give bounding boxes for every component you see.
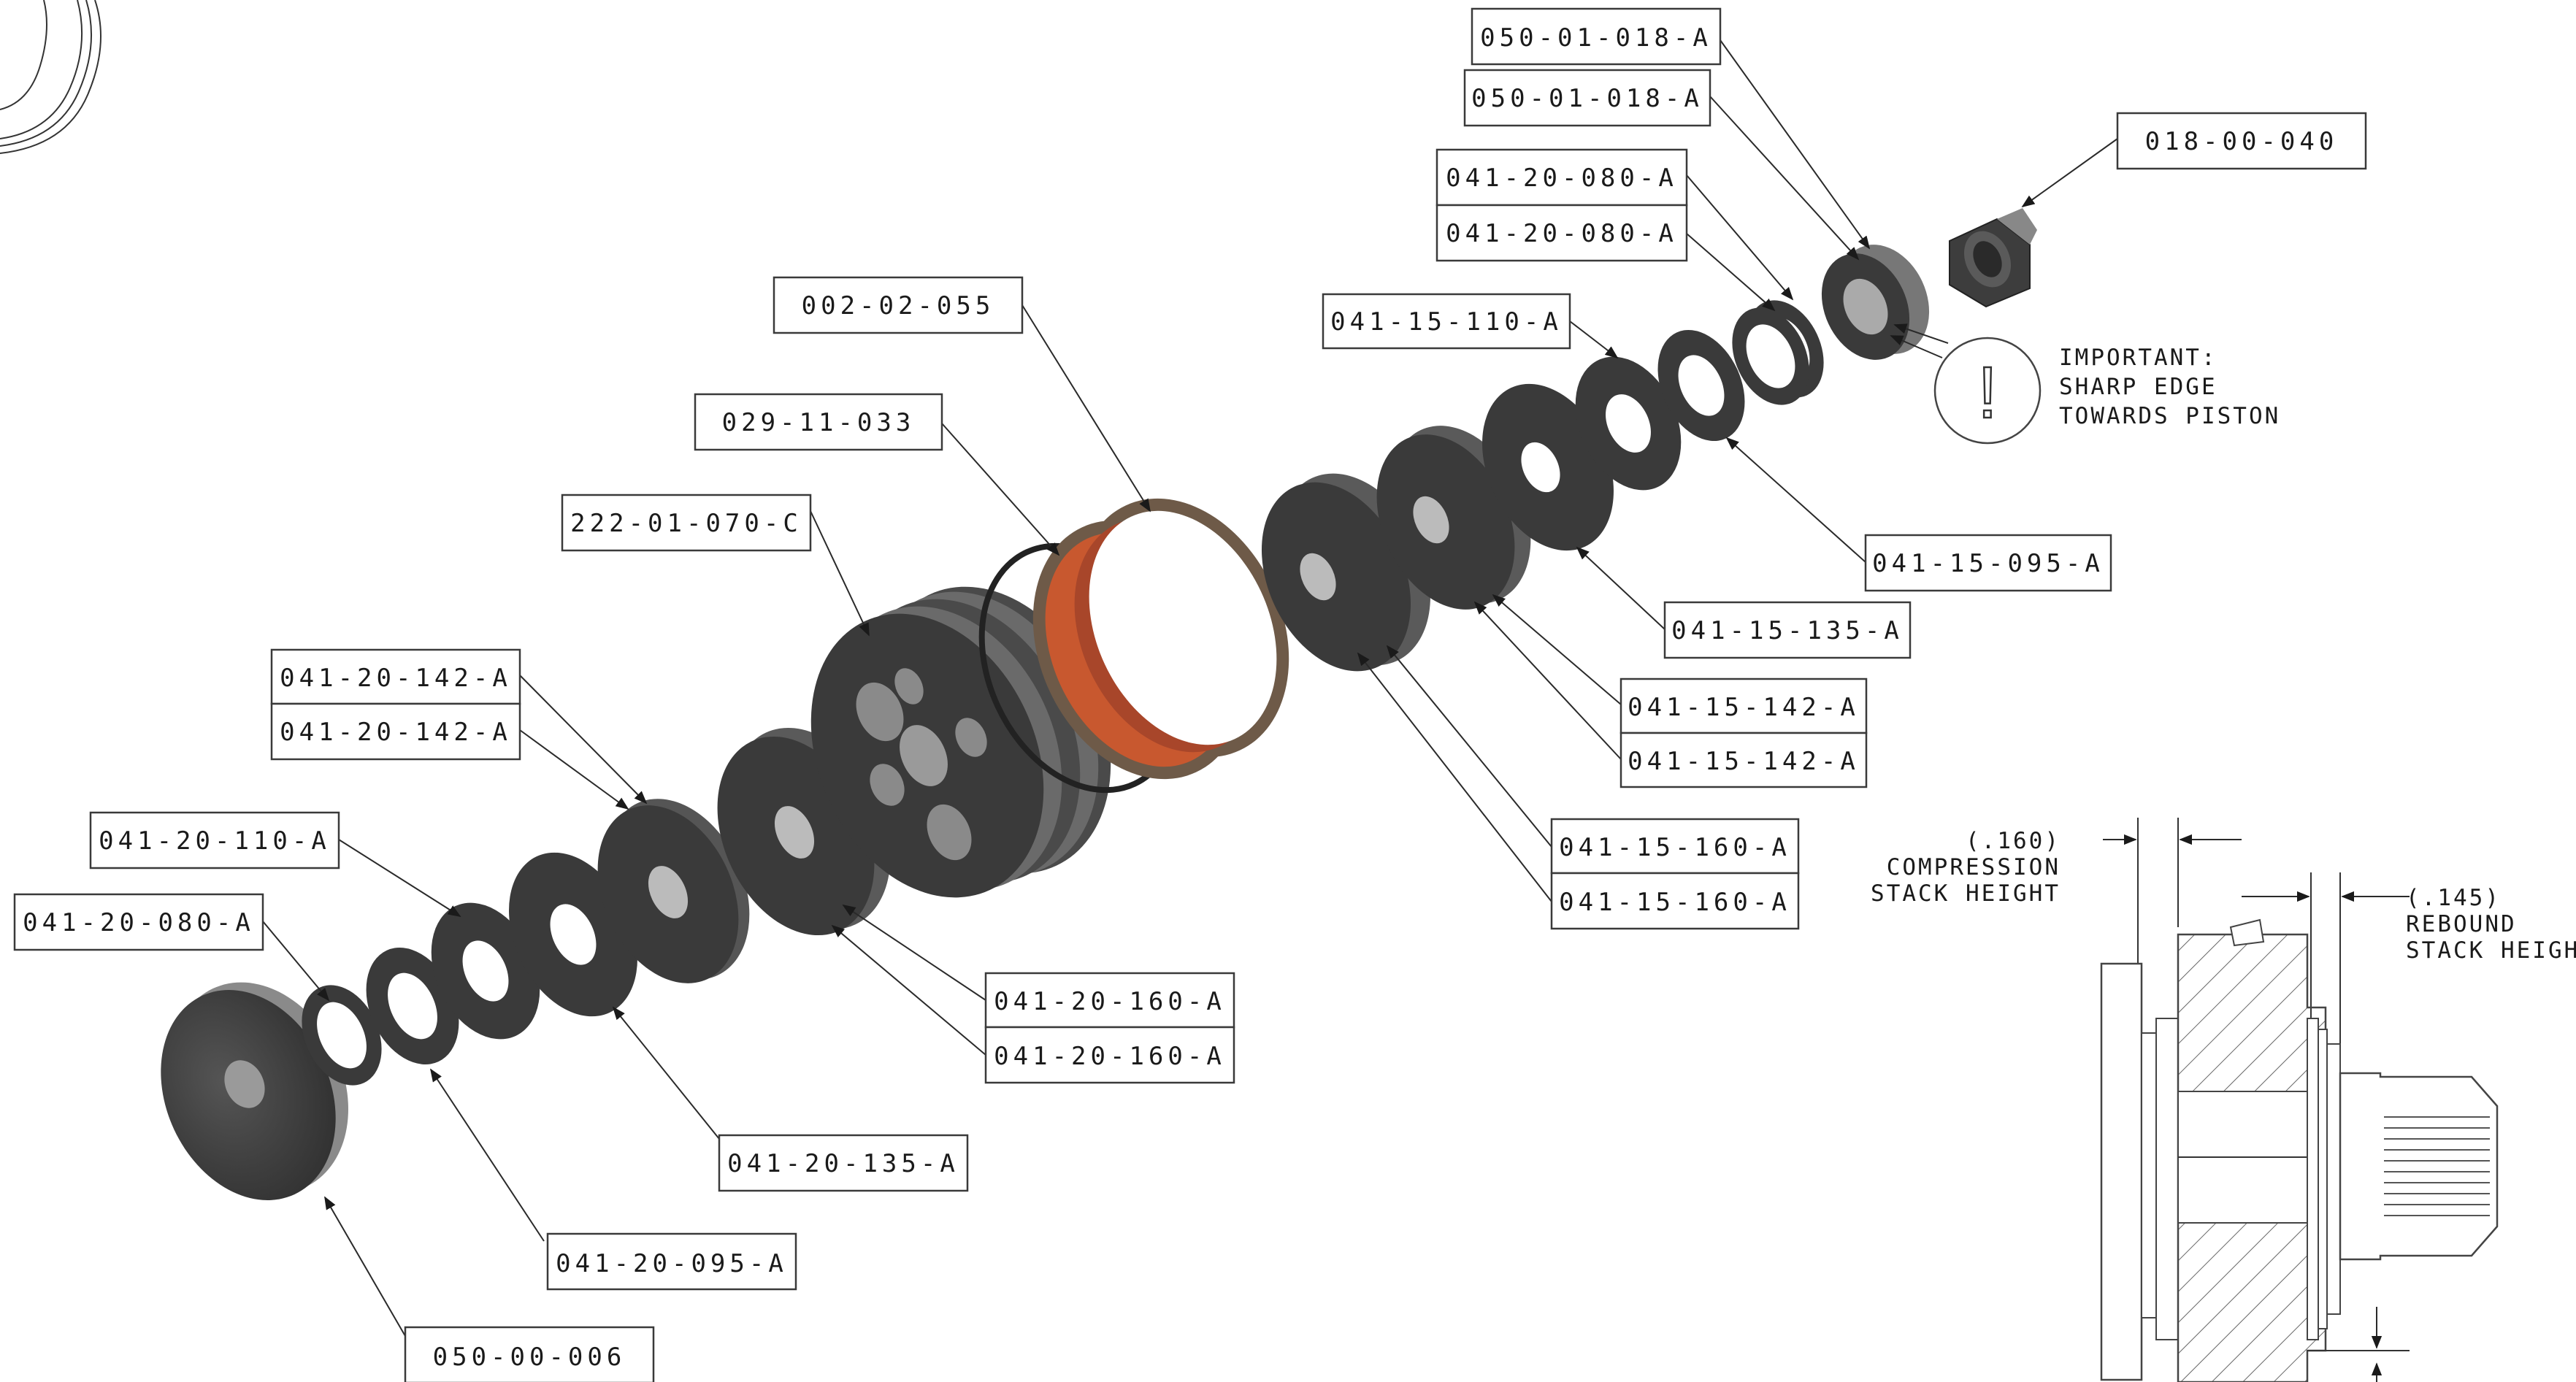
callout-041-15-095-a: 041-15-095-A: [1864, 534, 2112, 592]
callout-041-15-160-a: 041-15-160-A: [1550, 818, 1800, 875]
callout-041-15-135-a: 041-15-135-A: [1663, 601, 1912, 659]
svg-text:041-15-110-A: 041-15-110-A: [1330, 307, 1563, 337]
nut-018-00-040: [1949, 208, 2037, 308]
svg-text:041-15-160-A: 041-15-160-A: [1559, 833, 1791, 862]
svg-text:041-20-095-A: 041-20-095-A: [556, 1249, 788, 1278]
callout-041-15-142-a: 041-15-142-A: [1619, 677, 1868, 734]
rebound-dim-label-2: STACK HEIGHT: [2406, 937, 2576, 964]
svg-text:041-20-080-A: 041-20-080-A: [1446, 219, 1678, 248]
compression-dim-label-1: COMPRESSION: [1887, 854, 2061, 880]
compression-dim-label-2: STACK HEIGHT: [1871, 880, 2061, 907]
callout-018-00-040: 018-00-040: [2116, 112, 2367, 170]
callout-041-20-110-a: 041-20-110-A: [89, 811, 340, 869]
svg-text:041-20-142-A: 041-20-142-A: [280, 718, 512, 747]
shim-041-15-110-a: [1575, 356, 1682, 491]
callout-041-15-160-a: 041-15-160-A: [1550, 872, 1800, 930]
leader-lines: [262, 39, 2118, 1337]
svg-text:002-02-055: 002-02-055: [802, 291, 995, 320]
svg-text:029-11-033: 029-11-033: [722, 408, 916, 437]
shim-041-20-142-a: [597, 799, 750, 983]
callout-029-11-033: 029-11-033: [694, 393, 943, 451]
svg-text:041-15-142-A: 041-15-142-A: [1628, 693, 1860, 722]
svg-text:018-00-040: 018-00-040: [2145, 127, 2339, 156]
note-line-2: SHARP EDGE: [2059, 374, 2217, 400]
callout-041-20-095-a: 041-20-095-A: [546, 1232, 797, 1291]
callout-041-20-080-a: 041-20-080-A: [1435, 204, 1688, 262]
svg-text:041-15-160-A: 041-15-160-A: [1559, 888, 1791, 917]
rebound-dim-label-1: REBOUND: [2406, 911, 2517, 937]
callout-041-20-135-a: 041-20-135-A: [718, 1134, 969, 1192]
note-line-1: IMPORTANT:: [2059, 345, 2217, 371]
callout-041-20-160-a: 041-20-160-A: [984, 972, 1235, 1029]
callout-041-15-142-a: 041-15-142-A: [1619, 732, 1868, 788]
warning-icon: [1933, 337, 2042, 445]
wear-band-002-02-055: [1032, 498, 1289, 780]
shaft-partial-outline: [0, 0, 101, 154]
svg-text:041-20-080-A: 041-20-080-A: [1446, 164, 1678, 193]
svg-text:041-15-142-A: 041-15-142-A: [1628, 747, 1860, 776]
svg-text:041-20-142-A: 041-20-142-A: [280, 664, 512, 693]
callout-041-20-160-a: 041-20-160-A: [984, 1026, 1235, 1084]
svg-text:050-01-018-A: 050-01-018-A: [1480, 23, 1712, 53]
thread-lines: [2384, 1116, 2490, 1216]
svg-text:041-20-160-A: 041-20-160-A: [994, 987, 1226, 1016]
piston-222-01-070-c: [810, 586, 1111, 898]
callout-050-01-018-a: 050-01-018-A: [1463, 69, 1711, 127]
shim-041-20-080-a-rebound: [302, 985, 382, 1086]
shim-041-15-095-a: [1657, 329, 1745, 442]
svg-text:050-01-018-A: 050-01-018-A: [1471, 84, 1703, 113]
svg-text:041-20-080-A: 041-20-080-A: [23, 908, 255, 937]
stack-section-view: (.160) COMPRESSION STACK HEIGHT (.145) R…: [1871, 818, 2576, 1382]
important-note: ! IMPORTANT: SHARP EDGE TOWARDS PISTON: [1890, 323, 2280, 445]
shim-041-20-080-a-compression: [1732, 300, 1824, 405]
rebound-dim-value: (.145): [2406, 885, 2501, 911]
svg-text:222-01-070-C: 222-01-070-C: [570, 509, 802, 538]
shim-041-15-142-a: [1376, 426, 1531, 610]
svg-text:041-15-095-A: 041-15-095-A: [1872, 549, 2104, 578]
svg-text:041-15-135-A: 041-15-135-A: [1671, 616, 1904, 645]
svg-text:041-20-160-A: 041-20-160-A: [994, 1042, 1226, 1071]
note-line-3: TOWARDS PISTON: [2059, 403, 2280, 429]
compression-dim-value: (.160): [1966, 828, 2061, 854]
svg-text:050-00-006: 050-00-006: [433, 1343, 626, 1372]
callout-041-20-142-a: 041-20-142-A: [270, 648, 521, 705]
callout-222-01-070-c: 222-01-070-C: [561, 494, 812, 552]
svg-text:041-20-135-A: 041-20-135-A: [727, 1149, 959, 1178]
callout-041-20-080-a: 041-20-080-A: [1435, 148, 1688, 207]
callout-041-20-142-a: 041-20-142-A: [270, 702, 521, 761]
callout-041-15-110-a: 041-15-110-A: [1322, 293, 1571, 350]
callout-041-20-080-a: 041-20-080-A: [13, 893, 264, 951]
callout-050-01-018-a: 050-01-018-A: [1471, 7, 1722, 66]
warning-symbol: !: [1977, 352, 1998, 434]
callout-050-00-006: 050-00-006: [404, 1326, 655, 1382]
spacer-050-01-018-a: [1821, 245, 1930, 360]
callout-002-02-055: 002-02-055: [773, 276, 1024, 334]
svg-text:041-20-110-A: 041-20-110-A: [99, 826, 331, 856]
